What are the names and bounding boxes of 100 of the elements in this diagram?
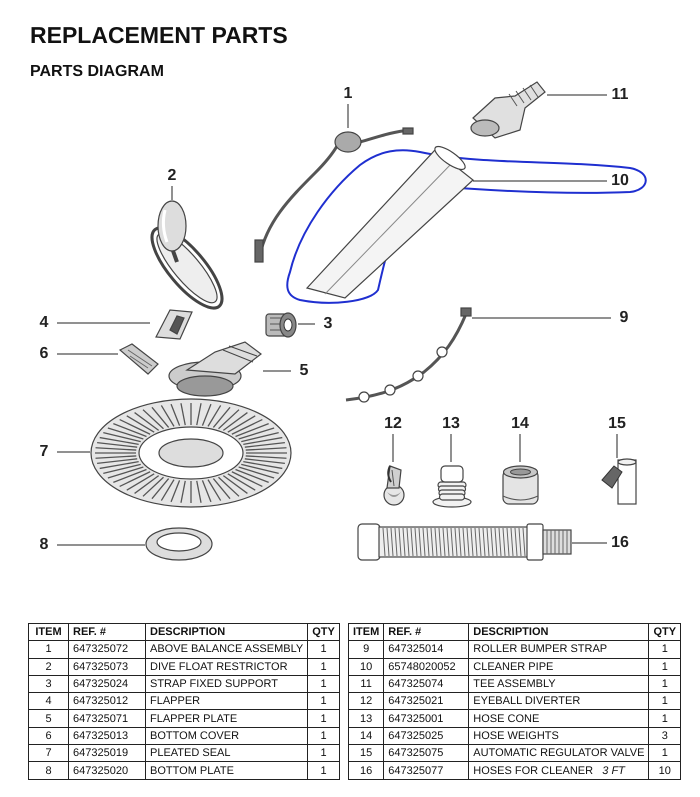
page-title: REPLACEMENT PARTS	[30, 22, 288, 49]
callout-number: 12	[380, 414, 406, 434]
callout-number: 1	[335, 84, 361, 104]
part-description: CLEANER PIPE	[468, 658, 649, 676]
callout-number: 15	[604, 414, 630, 434]
part-description: ROLLER BUMPER STRAP	[468, 640, 649, 658]
part-description: ABOVE BALANCE ASSEMBLY	[146, 640, 308, 658]
quantity: 1	[308, 744, 340, 762]
part-number: 647325025	[384, 727, 469, 745]
callout-number: 11	[607, 85, 633, 105]
leader-line	[472, 180, 608, 182]
part-description: EYEBALL DIVERTER	[468, 692, 649, 710]
part-number: 647325012	[68, 692, 146, 710]
part-number: 647325021	[384, 692, 469, 710]
plate-ring-drawing	[145, 527, 213, 561]
leader-line	[262, 370, 292, 372]
leader-line	[450, 434, 452, 462]
part-number: 647325073	[68, 658, 146, 676]
quantity: 1	[308, 675, 340, 693]
part-number: 647325019	[68, 744, 146, 762]
part-description: FLAPPER PLATE	[146, 710, 308, 728]
part-number: 647325013	[68, 727, 146, 745]
part-number: 647325001	[384, 710, 469, 728]
quantity: 1	[648, 675, 681, 693]
quantity: 10	[648, 762, 681, 780]
part-description: HOSE WEIGHTS	[468, 727, 649, 745]
leader-line	[546, 94, 608, 96]
part-description: FLAPPER	[146, 692, 308, 710]
part-description: HOSE CONE	[468, 710, 649, 728]
callout-number: 2	[159, 166, 185, 186]
column-header: DESCRIPTION	[468, 624, 649, 641]
part-number: 647325071	[68, 710, 146, 728]
quantity: 1	[308, 658, 340, 676]
callout-number: 4	[31, 313, 57, 333]
item-number: 10	[348, 658, 384, 676]
quantity: 1	[648, 744, 681, 762]
item-number: 12	[348, 692, 384, 710]
part-description: TEE ASSEMBLY	[468, 675, 649, 693]
item-number: 11	[348, 675, 384, 693]
column-header: DESCRIPTION	[146, 624, 308, 641]
column-header: ITEM	[28, 624, 68, 641]
column-header: QTY	[308, 624, 340, 641]
column-header: REF. #	[68, 624, 146, 641]
part-number: 647325024	[68, 675, 146, 693]
callout-number: 14	[507, 414, 533, 434]
leader-line	[56, 322, 150, 324]
callout-number: 13	[438, 414, 464, 434]
section-heading: PARTS DIAGRAM	[30, 63, 164, 81]
item-number: 16	[348, 762, 384, 780]
column-header: QTY	[648, 624, 681, 641]
strap-drawing	[255, 128, 415, 263]
quantity: 1	[308, 762, 340, 780]
leader-line	[572, 542, 608, 544]
part-number: 647325072	[68, 640, 146, 658]
part-description: STRAP FIXED SUPPORT	[146, 675, 308, 693]
part-number: 647325014	[384, 640, 469, 658]
part-number: 65748020052	[384, 658, 469, 676]
part-number: 647325074	[384, 675, 469, 693]
callout-number: 8	[31, 535, 57, 555]
part-description: HOSES FOR CLEANER 3 FT	[468, 762, 649, 780]
item-number: 14	[348, 727, 384, 745]
quantity: 1	[648, 710, 681, 728]
item-number: 2	[28, 658, 68, 676]
part-description: AUTOMATIC REGULATOR VALVE	[468, 744, 649, 762]
part-number: 647325020	[68, 762, 146, 780]
part-description: DIVE FLOAT RESTRICTOR	[146, 658, 308, 676]
part-number: 647325075	[384, 744, 469, 762]
item-number: 13	[348, 710, 384, 728]
callout-number: 9	[611, 308, 637, 328]
quantity: 1	[308, 692, 340, 710]
callout-number: 6	[31, 344, 57, 364]
quantity: 1	[308, 640, 340, 658]
item-number: 15	[348, 744, 384, 762]
callout-number: 5	[291, 361, 317, 381]
part-description: PLEATED SEAL	[146, 744, 308, 762]
leader-line	[616, 434, 618, 458]
item-number: 9	[348, 640, 384, 658]
quantity: 1	[308, 710, 340, 728]
callout-number: 3	[315, 314, 341, 334]
part-description: BOTTOM COVER	[146, 727, 308, 745]
leader-line	[56, 544, 146, 546]
item-number: 3	[28, 675, 68, 693]
item-number: 5	[28, 710, 68, 728]
callout-number: 7	[31, 442, 57, 462]
cover-drawing	[118, 342, 160, 376]
callout-number: 16	[607, 533, 633, 553]
part-number: 647325077	[384, 762, 469, 780]
item-number: 1	[28, 640, 68, 658]
seal-disc-drawing	[90, 398, 292, 508]
leader-line	[392, 434, 394, 462]
item-number: 7	[28, 744, 68, 762]
item-number: 8	[28, 762, 68, 780]
quantity: 1	[648, 640, 681, 658]
column-header: REF. #	[384, 624, 469, 641]
quantity: 1	[308, 727, 340, 745]
item-number: 6	[28, 727, 68, 745]
quantity: 1	[648, 692, 681, 710]
item-number: 4	[28, 692, 68, 710]
quantity: 3	[648, 727, 681, 745]
callout-number: 10	[607, 171, 633, 191]
